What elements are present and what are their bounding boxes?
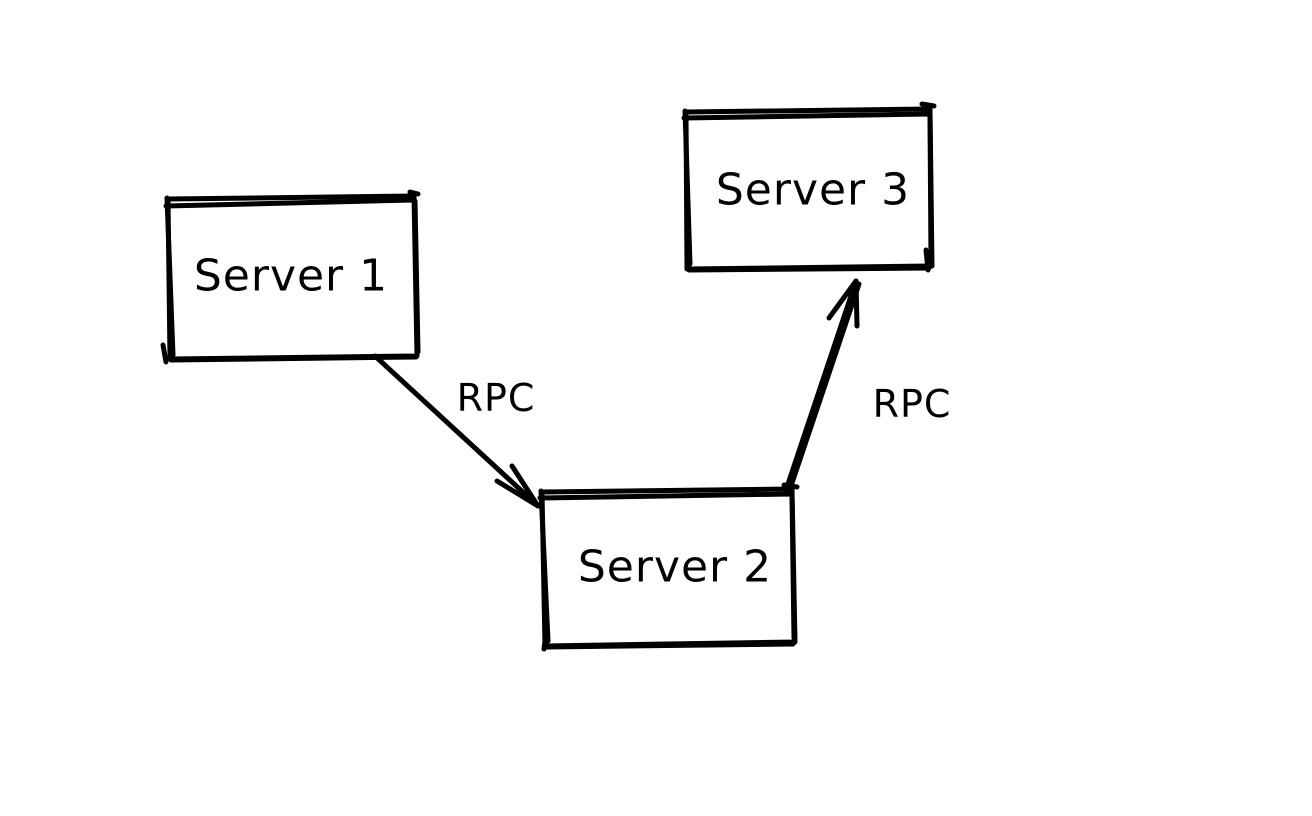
node-shape-server-2[interactable] [537, 482, 800, 652]
edge-server2-server3[interactable] [783, 278, 862, 493]
node-shape-server-1[interactable] [160, 189, 421, 365]
edge-server1-server2[interactable] [372, 353, 541, 509]
node-shape-server-3[interactable] [681, 101, 937, 273]
